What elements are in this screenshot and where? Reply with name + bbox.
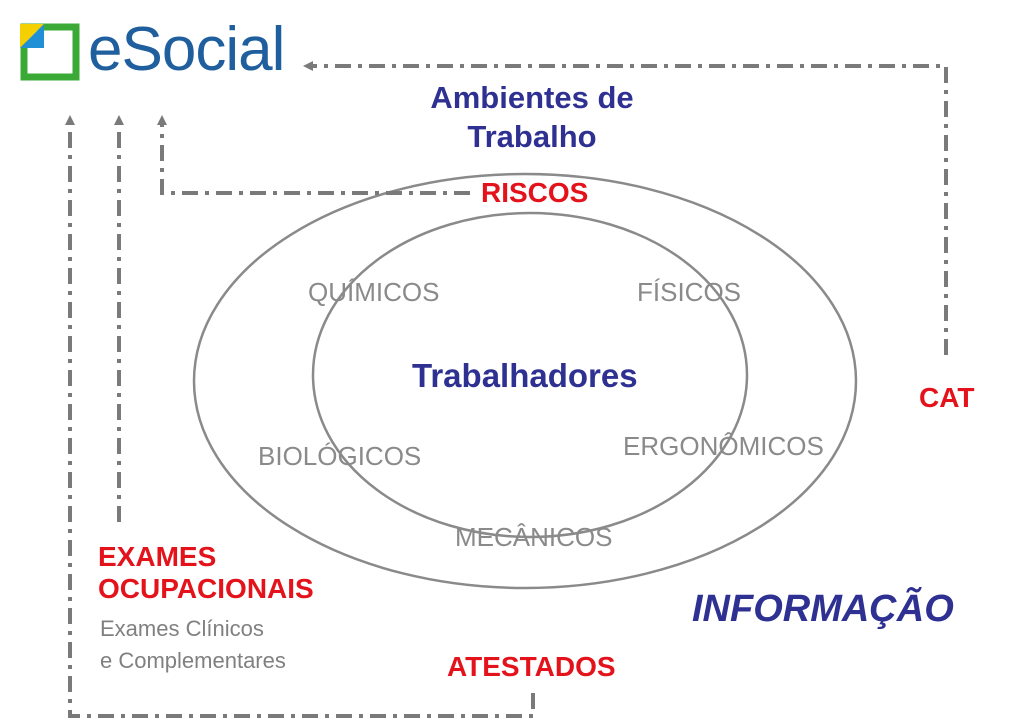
risk-mecanicos: MECÂNICOS [455,522,613,552]
risk-fisicos: FÍSICOS [637,277,742,307]
exames-label-line2: OCUPACIONAIS [98,573,314,604]
riscos-to-esocial-connector [157,115,470,195]
document-folded-corner-icon [20,23,80,81]
riscos-label: RISCOS [481,177,589,208]
trabalhadores-label: Trabalhadores [412,357,638,394]
risk-biologicos: BIOLÓGICOS [258,441,422,471]
atestados-to-esocial-connector [65,115,535,718]
ambientes-title-line1: Ambientes de [430,80,634,115]
ambientes-title-line2: Trabalho [467,119,597,154]
informacao-label: INFORMAÇÃO [692,588,954,630]
exames-sub-line1: Exames Clínicos [100,616,264,641]
inner-ellipse-trabalhadores [311,211,749,539]
exames-sub-line2: e Complementares [100,648,286,673]
cat-label: CAT [919,382,975,413]
exames-label-line1: EXAMES [98,541,217,572]
risk-ergonomicos: ERGONÔMICOS [623,431,824,461]
atestados-label: ATESTADOS [447,651,616,682]
outer-ellipse-ambientes [192,172,858,590]
esocial-logo-text: eSocial [88,15,285,84]
cat-to-esocial-connector [303,61,948,355]
risk-quimicos: QUÍMICOS [308,277,440,307]
